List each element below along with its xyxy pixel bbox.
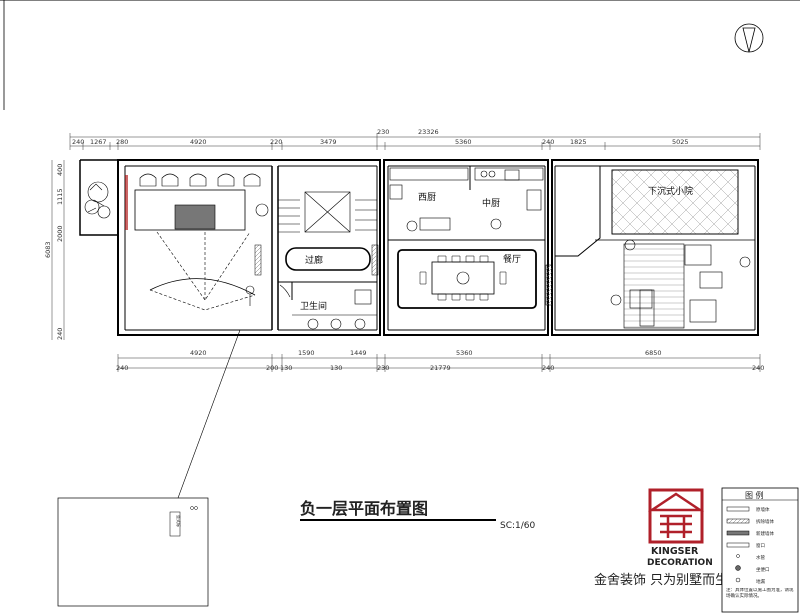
- dining-table: [397, 249, 537, 309]
- dim-bottom2-7: 240: [542, 364, 554, 372]
- living-room: [134, 173, 269, 311]
- dim-bottom-5: 6850: [645, 349, 662, 357]
- legend-item-6: 坐便口: [756, 566, 770, 573]
- dim-top-11: 5025: [672, 138, 689, 146]
- left-dimension-lines: [51, 160, 65, 340]
- drawing-scale: SC:1/60: [500, 521, 536, 531]
- dim-left-3: 1115: [56, 188, 64, 205]
- yard-paving: [611, 169, 739, 235]
- legend-item-7: 地漏: [756, 578, 765, 585]
- dim-top-1: 240: [72, 138, 84, 146]
- walls: [79, 159, 759, 336]
- room-label-west-kitchen: 西厨: [418, 192, 436, 203]
- dim-bottom-3: 1449: [350, 349, 367, 357]
- brand-slogan: 金舍装饰 只为别墅而生: [594, 572, 728, 588]
- legend-item-3: 新建墙体: [756, 530, 774, 537]
- plant-icon: [84, 181, 111, 219]
- kitchen-fixtures: [389, 167, 544, 232]
- legend-item-1: 原墙体: [756, 506, 770, 513]
- dim-top-2: 1267: [90, 138, 107, 146]
- legend-item-5: 水管: [756, 554, 765, 561]
- dim-top-4: 4920: [190, 138, 207, 146]
- dim-top-9: 240: [542, 138, 554, 146]
- dim-bottom2-1: 240: [116, 364, 128, 372]
- dim-left-5: 240: [56, 328, 64, 340]
- legend-item-4: 窗口: [756, 542, 765, 549]
- legend-item-2: 拆除墙体: [756, 518, 774, 525]
- door-jamb: [254, 244, 262, 276]
- room-label-sunken-yard: 下沉式小院: [648, 185, 693, 197]
- total-width-label: 23326: [418, 128, 439, 136]
- dim-top-3: 280: [116, 138, 128, 146]
- dim-top-8: 5360: [455, 138, 472, 146]
- dim-top-5: 220: [270, 138, 282, 146]
- dim-left-2: 6083: [44, 241, 52, 258]
- dim-bottom2-4: 130: [330, 364, 342, 372]
- stair: [278, 191, 377, 271]
- room-label-bathroom: 卫生间: [300, 300, 327, 312]
- north-arrow-icon: [734, 23, 764, 53]
- brand-name-2: DECORATION: [647, 558, 713, 568]
- dim-left-1: 400: [56, 164, 64, 176]
- top-dimension-lines: [69, 133, 761, 150]
- bottom-dimension-texts: 4920 1590 1449 5360 6850 240 200 130 130…: [116, 349, 764, 372]
- kingser-logo-icon: [647, 488, 705, 544]
- dim-bottom-1: 4920: [190, 349, 207, 357]
- dim-top-10: 1825: [570, 138, 587, 146]
- bottom-dimension-lines: [117, 354, 761, 372]
- dim-bottom2-5: 230: [377, 364, 389, 372]
- brand-name-1: KINGSER: [651, 546, 699, 557]
- legend: 图 例 原墙体 拆除墙体 新建墙体 窗口 水管 坐便口 地漏 注：具体位置以施工…: [721, 487, 799, 613]
- dim-bottom-4: 5360: [456, 349, 473, 357]
- inset-label: 坐式标: [176, 515, 182, 527]
- bathroom-fixtures: [279, 284, 372, 330]
- dim-bottom2-8: 240: [752, 364, 764, 372]
- yard-furniture: [610, 239, 751, 327]
- leader-line: [177, 329, 241, 499]
- legend-note: 注：具体位置以施工图为准，请现场确认实际情况。: [726, 588, 794, 599]
- dim-bottom2-2: 200: [266, 364, 278, 372]
- left-dimension-texts: 400 6083 1115 2000 240: [44, 164, 64, 340]
- inset-detail-box: [57, 497, 209, 607]
- dim-bottom2-3: 130: [280, 364, 292, 372]
- dim-bottom-2: 1590: [298, 349, 315, 357]
- top-dimension-texts: 23326 240 1267 280 4920 220 3479 230 536…: [72, 128, 689, 146]
- room-label-corridor: 过廊: [305, 254, 323, 266]
- dim-bottom2-6: 21779: [430, 364, 451, 372]
- door-jamb: [371, 244, 379, 276]
- door-jamb: [545, 264, 553, 306]
- dim-top-6: 3479: [320, 138, 337, 146]
- room-label-chinese-kitchen: 中厨: [482, 197, 500, 209]
- room-label-dining: 餐厅: [503, 253, 521, 265]
- legend-title: 图 例: [745, 490, 764, 500]
- drawing-title: 负一层平面布置图: [300, 499, 428, 518]
- demolished-wall: [125, 175, 128, 230]
- dim-left-4: 2000: [56, 225, 64, 242]
- dim-top-7: 230: [377, 128, 389, 136]
